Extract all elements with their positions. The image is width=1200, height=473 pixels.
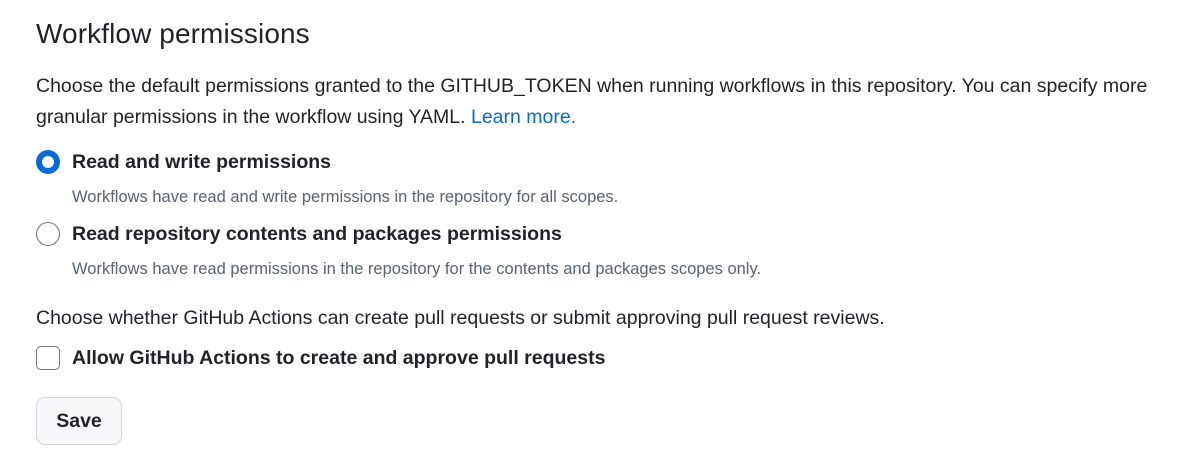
allow-pr-checkbox-row[interactable]: Allow GitHub Actions to create and appro… [36, 346, 605, 370]
learn-more-link[interactable]: Learn more. [470, 106, 577, 128]
allow-pr-checkbox-label[interactable]: Allow GitHub Actions to create and appro… [72, 346, 606, 369]
radio-option-read-write[interactable]: Read and write permissions Workflows hav… [36, 150, 618, 207]
section-description: Choose the default permissions granted t… [36, 71, 1156, 133]
section-title: Workflow permissions [36, 18, 310, 49]
radio-note-read-write: Workflows have read and write permission… [72, 188, 619, 206]
allow-pr-checkbox[interactable] [36, 346, 60, 370]
pull-request-question: Choose whether GitHub Actions can create… [36, 307, 885, 329]
radio-option-read-contents[interactable]: Read repository contents and packages pe… [36, 222, 761, 279]
radio-note-read-contents: Workflows have read permissions in the r… [72, 260, 762, 278]
save-button[interactable]: Save [36, 397, 122, 445]
radio-label-read-contents[interactable]: Read repository contents and packages pe… [72, 223, 562, 245]
radio-button-read-contents[interactable] [36, 222, 60, 246]
radio-label-read-write[interactable]: Read and write permissions [72, 151, 331, 173]
description-text: Choose the default permissions granted t… [36, 75, 1148, 128]
radio-button-read-write[interactable] [36, 150, 60, 174]
